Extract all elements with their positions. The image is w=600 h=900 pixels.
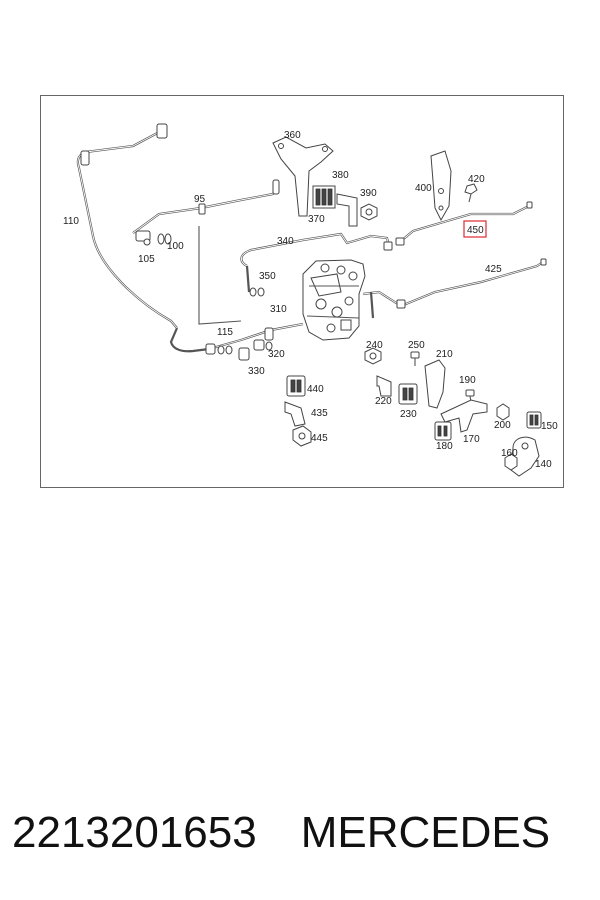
callout-210[interactable]: 210 [436, 349, 453, 360]
callout-140[interactable]: 140 [535, 459, 552, 470]
washer-100[interactable] [157, 233, 172, 245]
callout-labels: 360 380 390 370 400 420 450 110 95 100 1… [63, 130, 558, 470]
callout-435[interactable]: 435 [311, 408, 328, 419]
callout-420[interactable]: 420 [468, 174, 485, 185]
bracket-170[interactable] [440, 399, 488, 433]
callout-340[interactable]: 340 [277, 236, 294, 247]
bracket-370[interactable] [336, 193, 358, 227]
tube-110[interactable] [76, 123, 210, 353]
brand-name: MERCEDES [300, 808, 551, 857]
nut-445[interactable] [292, 425, 312, 447]
callout-150[interactable]: 150 [541, 421, 558, 432]
callout-250[interactable]: 250 [408, 340, 425, 351]
bracket-220[interactable] [376, 375, 392, 397]
bracket-400[interactable] [430, 150, 452, 222]
nut-240[interactable] [364, 347, 382, 365]
callout-350[interactable]: 350 [259, 271, 276, 282]
bushing-180[interactable] [434, 421, 452, 441]
relay-block-380[interactable] [312, 185, 336, 209]
valve-block[interactable] [302, 259, 366, 341]
tube-450[interactable] [395, 201, 533, 246]
callout-380[interactable]: 380 [332, 170, 349, 181]
fitting-330[interactable] [238, 347, 250, 361]
callout-310[interactable]: 310 [270, 304, 287, 315]
callout-105[interactable]: 105 [138, 254, 155, 265]
bolt-190[interactable] [465, 389, 475, 403]
callout-450[interactable]: 450 [467, 225, 484, 236]
washer-350[interactable] [249, 287, 265, 297]
callout-180[interactable]: 180 [436, 441, 453, 452]
part-number: 2213201653 [12, 808, 257, 857]
callout-115[interactable]: 115 [217, 327, 233, 338]
callout-170[interactable]: 170 [463, 434, 480, 445]
callout-190[interactable]: 190 [459, 375, 476, 386]
callout-100[interactable]: 100 [167, 241, 184, 252]
callout-230[interactable]: 230 [400, 409, 417, 420]
callout-390[interactable]: 390 [360, 188, 377, 199]
bracket-435[interactable] [284, 401, 306, 427]
bushing-230[interactable] [398, 383, 418, 405]
tube-310[interactable] [205, 322, 304, 355]
callout-220[interactable]: 220 [375, 396, 392, 407]
bolt-250[interactable] [410, 351, 420, 366]
callout-95[interactable]: 95 [194, 194, 206, 205]
callout-440[interactable]: 440 [307, 384, 324, 395]
nut-390[interactable] [360, 203, 378, 221]
callout-110[interactable]: 110 [63, 216, 79, 227]
part-footer: 2213201653 MERCEDES [12, 798, 588, 868]
bolt-420[interactable] [464, 183, 478, 203]
tube-340[interactable] [240, 232, 393, 293]
bracket-360[interactable] [272, 136, 334, 217]
bracket-210[interactable] [424, 359, 446, 409]
callout-400[interactable]: 400 [415, 183, 432, 194]
callout-240[interactable]: 240 [366, 340, 383, 351]
parts-diagram: 360 380 390 370 400 420 450 110 95 100 1… [40, 95, 564, 488]
tube-425[interactable] [362, 258, 547, 319]
exploded-view: 360 380 390 370 400 420 450 110 95 100 1… [63, 123, 558, 477]
bushing-150[interactable] [526, 411, 542, 429]
nut-200[interactable] [496, 403, 510, 421]
callout-330[interactable]: 330 [248, 366, 265, 377]
nut-160[interactable] [504, 453, 518, 471]
tube-95[interactable] [132, 179, 280, 325]
bushing-440[interactable] [286, 375, 306, 397]
callout-370[interactable]: 370 [308, 214, 325, 225]
callout-360[interactable]: 360 [284, 130, 301, 141]
callout-445[interactable]: 445 [311, 433, 328, 444]
washer-115[interactable] [217, 345, 233, 355]
fitting-105[interactable] [135, 230, 151, 246]
callout-200[interactable]: 200 [494, 420, 511, 431]
callout-320[interactable]: 320 [268, 349, 285, 360]
highlight-box-450[interactable] [463, 220, 487, 238]
bracket-140[interactable] [510, 436, 540, 477]
bolt-320[interactable] [253, 339, 273, 351]
callout-160[interactable]: 160 [501, 448, 518, 459]
callout-425[interactable]: 425 [485, 264, 502, 275]
